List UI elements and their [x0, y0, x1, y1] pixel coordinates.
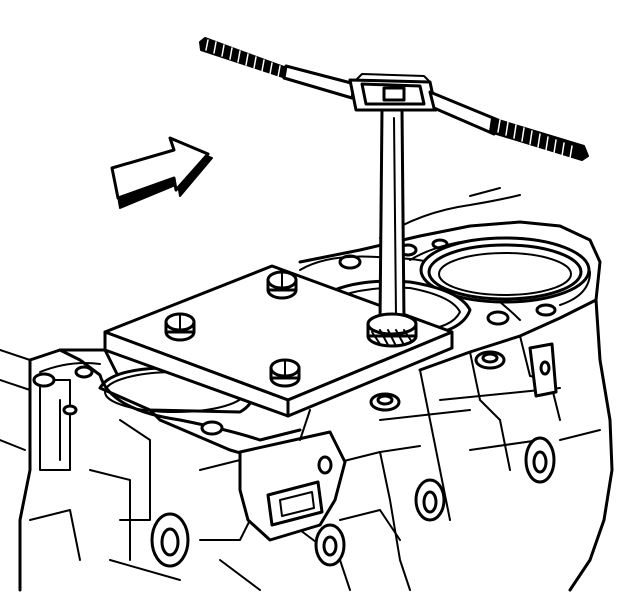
plate-bolt — [164, 312, 196, 342]
direction-arrow-icon — [110, 136, 213, 209]
fixture-plate — [103, 264, 454, 418]
engine-block — [0, 187, 614, 592]
plate-bolt — [266, 270, 298, 300]
t-handle-tap-wrench — [199, 37, 589, 348]
tap-collar — [366, 312, 418, 348]
plate-bolt — [269, 358, 301, 388]
